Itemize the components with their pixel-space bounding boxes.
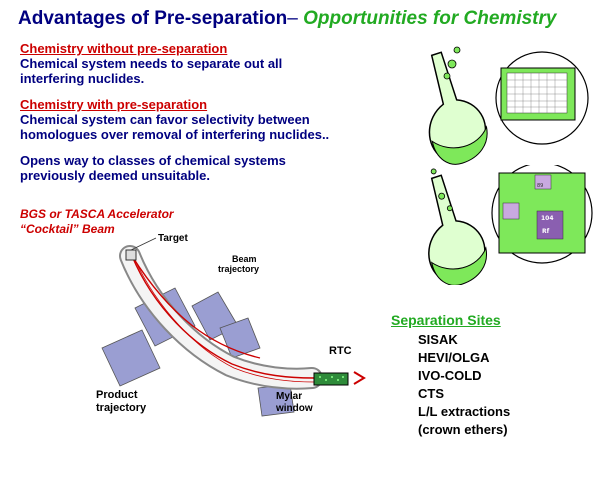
mylar-label-line2: window: [276, 403, 313, 414]
section1-heading: Chemistry without pre-separation: [20, 41, 228, 56]
separation-sites-title: Separation Sites: [391, 312, 501, 328]
accelerator-label-line2: “Cocktail” Beam: [20, 222, 115, 236]
element-symbol-rf: Rf: [542, 228, 550, 235]
section2-heading: Chemistry with pre-separation: [20, 97, 208, 112]
flask-element-box-illustration: 89 104 Rf: [428, 165, 593, 285]
accelerator-label: BGS or TASCA Accelerator “Cocktail” Beam: [20, 207, 174, 237]
element-number-104: 104: [541, 215, 554, 222]
target-marker: [125, 249, 137, 261]
section-opens-way: Opens way to classes of chemical systems…: [20, 153, 286, 183]
section2-line1: Chemical system can favor selectivity be…: [20, 112, 310, 127]
title-dash: –: [287, 8, 298, 29]
section1-line1: Chemical system needs to separate out al…: [20, 56, 283, 71]
separator-diagram: [101, 237, 366, 417]
accelerator-label-line1: BGS or TASCA Accelerator: [20, 207, 174, 221]
flask-periodic-table-illustration: [428, 46, 589, 165]
product-label-line2: trajectory: [96, 402, 147, 414]
beam-label-line1: Beam: [232, 254, 257, 264]
mylar-window-label: Mylar window: [276, 391, 313, 415]
section3-line2: previously deemed unsuitable.: [20, 168, 210, 183]
separation-sites-list: SISAK HEVI/OLGA IVO-COLD CTS L/L extract…: [418, 331, 510, 439]
site-item: (crown ethers): [418, 422, 508, 437]
section-without-preseparation: Chemistry without pre-separation Chemica…: [20, 41, 282, 86]
site-item: SISAK: [418, 332, 458, 347]
target-label: Target: [158, 233, 188, 244]
mylar-label-line1: Mylar: [276, 391, 303, 402]
page-title: Advantages of Pre-separation– Opportunit…: [18, 8, 556, 30]
site-item: L/L extractions: [418, 404, 511, 419]
site-item: IVO-COLD: [418, 368, 482, 383]
title-subtitle: Opportunities for Chemistry: [303, 8, 557, 29]
product-trajectory-line: [131, 255, 315, 379]
title-main: Advantages of Pre-separation: [18, 8, 288, 29]
rtc-device: [313, 372, 349, 386]
section2-line2: homologues over removal of interfering n…: [20, 127, 330, 142]
beam-label-line2: trajectory: [218, 264, 260, 274]
output-arrow-icon: [353, 371, 366, 385]
section-with-preseparation: Chemistry with pre-separation Chemical s…: [20, 97, 329, 142]
beam-trajectory-label: Beam trajectory: [218, 254, 259, 274]
section1-line2: interfering nuclides.: [20, 71, 145, 86]
site-item: CTS: [418, 386, 444, 401]
rtc-label: RTC: [329, 345, 352, 357]
site-item: HEVI/OLGA: [418, 350, 490, 365]
element-label-top: 89: [537, 183, 543, 189]
beam-trajectory-line: [131, 255, 261, 359]
magnet-plate: [101, 329, 161, 387]
product-label-line1: Product: [96, 389, 138, 401]
section3-line1: Opens way to classes of chemical systems: [20, 153, 286, 168]
product-trajectory-label: Product trajectory: [96, 389, 146, 415]
